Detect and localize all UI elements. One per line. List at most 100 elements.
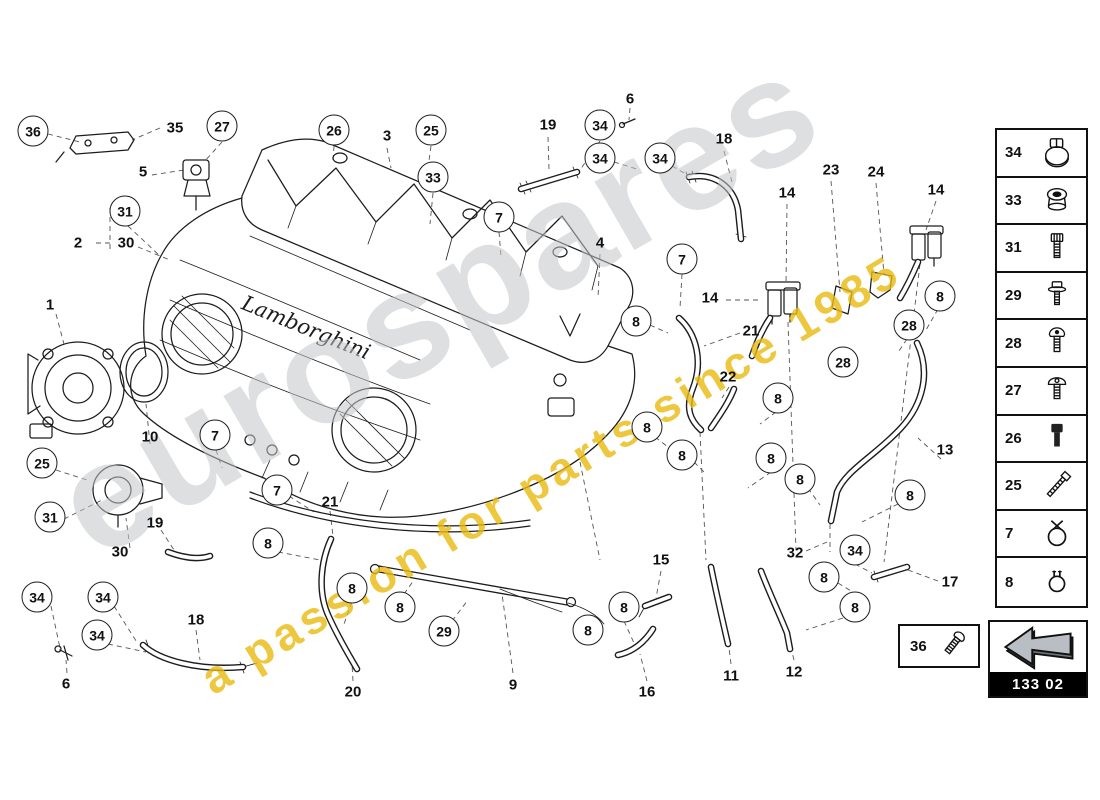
grommet-icon (1031, 183, 1082, 217)
callout-8[interactable]: 8 (924, 280, 956, 312)
legend-number: 28 (1005, 334, 1022, 352)
hex-bolt-icon (1031, 469, 1082, 503)
callout-34[interactable]: 34 (81, 619, 113, 651)
callout-32: 32 (786, 544, 804, 562)
callout-8[interactable]: 8 (631, 411, 663, 443)
hose-clip-icon (1031, 565, 1082, 599)
callout-24: 24 (867, 163, 885, 181)
legend-number: 27 (1005, 382, 1022, 400)
callout-28[interactable]: 28 (827, 346, 859, 378)
callout-6: 6 (61, 675, 71, 693)
legend-item-34[interactable]: 34 (997, 130, 1086, 178)
callout-8[interactable]: 8 (666, 439, 698, 471)
callout-8[interactable]: 8 (784, 463, 816, 495)
callout-8[interactable]: 8 (808, 561, 840, 593)
legend-item-8[interactable]: 8 (997, 558, 1086, 606)
callout-30: 30 (117, 234, 135, 252)
callout-22: 22 (719, 368, 737, 386)
pan-head-screw-icon (1031, 326, 1082, 360)
callout-31[interactable]: 31 (34, 501, 66, 533)
legend-item-7[interactable]: 7 (997, 510, 1086, 559)
callout-7[interactable]: 7 (666, 243, 698, 275)
legend-number: 33 (1005, 191, 1022, 209)
parts-legend: 34 33 31 29 (995, 128, 1088, 608)
callout-16: 16 (638, 683, 656, 701)
callout-18: 18 (187, 611, 205, 629)
callout-8[interactable]: 8 (608, 591, 640, 623)
callout-3: 3 (382, 127, 392, 145)
hoses (139, 168, 928, 673)
callout-35: 35 (166, 119, 184, 137)
callout-8[interactable]: 8 (620, 305, 652, 337)
callout-34[interactable]: 34 (839, 534, 871, 566)
callout-21: 21 (742, 322, 760, 340)
callout-8[interactable]: 8 (755, 442, 787, 474)
legend-item-27[interactable]: 27 (997, 367, 1086, 416)
legend-item-29[interactable]: 29 (997, 272, 1086, 321)
callout-34[interactable]: 34 (21, 581, 53, 613)
callout-25[interactable]: 25 (26, 447, 58, 479)
callout-31[interactable]: 31 (109, 195, 141, 227)
callout-14: 14 (778, 184, 796, 202)
legend-number: 31 (1005, 239, 1022, 257)
legend-number: 8 (1005, 573, 1014, 591)
hose-clamp-icon (1031, 136, 1082, 170)
callout-25[interactable]: 25 (415, 114, 447, 146)
part-36-box[interactable]: 36 (898, 624, 980, 668)
callout-36[interactable]: 36 (17, 115, 49, 147)
callout-17: 17 (941, 573, 959, 591)
callout-30: 30 (111, 543, 129, 561)
callout-14: 14 (701, 289, 719, 307)
legend-number: 25 (1005, 477, 1022, 495)
legend-item-33[interactable]: 33 (997, 177, 1086, 226)
screw-icon (931, 630, 974, 662)
callout-29[interactable]: 29 (428, 615, 460, 647)
callout-5: 5 (138, 163, 148, 181)
callout-13: 13 (936, 441, 954, 459)
diagram-code-box: 133 02 (988, 620, 1088, 698)
legend-item-25[interactable]: 25 (997, 463, 1086, 511)
callout-6: 6 (625, 90, 635, 108)
callout-26[interactable]: 26 (318, 114, 350, 146)
callout-14: 14 (927, 181, 945, 199)
callout-10: 10 (141, 428, 159, 446)
arrow-icon (990, 622, 1086, 672)
callout-28[interactable]: 28 (893, 309, 925, 341)
callout-23: 23 (822, 161, 840, 179)
legend-item-26[interactable]: 26 (997, 415, 1086, 464)
flange-screw-icon (1031, 279, 1082, 313)
callout-8[interactable]: 8 (336, 572, 368, 604)
callout-34[interactable]: 34 (644, 142, 676, 174)
callout-8[interactable]: 8 (252, 527, 284, 559)
callout-27[interactable]: 27 (206, 110, 238, 142)
callout-7[interactable]: 7 (199, 419, 231, 451)
callout-1: 1 (45, 296, 55, 314)
callout-8[interactable]: 8 (384, 591, 416, 623)
callout-9: 9 (508, 676, 518, 694)
callout-11: 11 (723, 667, 739, 685)
callout-33[interactable]: 33 (417, 161, 449, 193)
callout-12: 12 (785, 663, 803, 681)
legend-number: 7 (1005, 525, 1014, 543)
spring-clamp-icon (1031, 517, 1082, 551)
legend-item-31[interactable]: 31 (997, 225, 1086, 273)
callout-18: 18 (715, 130, 733, 148)
callout-8[interactable]: 8 (894, 479, 926, 511)
callout-8[interactable]: 8 (839, 591, 871, 623)
callout-34[interactable]: 34 (584, 142, 616, 174)
legend-number: 29 (1005, 287, 1022, 305)
callout-34[interactable]: 34 (584, 109, 616, 141)
callout-21: 21 (321, 493, 339, 511)
legend-item-28[interactable]: 28 (997, 320, 1086, 368)
callout-8[interactable]: 8 (572, 614, 604, 646)
callout-34[interactable]: 34 (87, 581, 119, 613)
callout-7[interactable]: 7 (483, 201, 515, 233)
diagram-code: 133 02 (990, 672, 1086, 696)
callout-7[interactable]: 7 (261, 474, 293, 506)
callout-4: 4 (595, 234, 605, 252)
lamborghini-script: Lamborghini (237, 291, 373, 365)
callout-8[interactable]: 8 (762, 382, 794, 414)
